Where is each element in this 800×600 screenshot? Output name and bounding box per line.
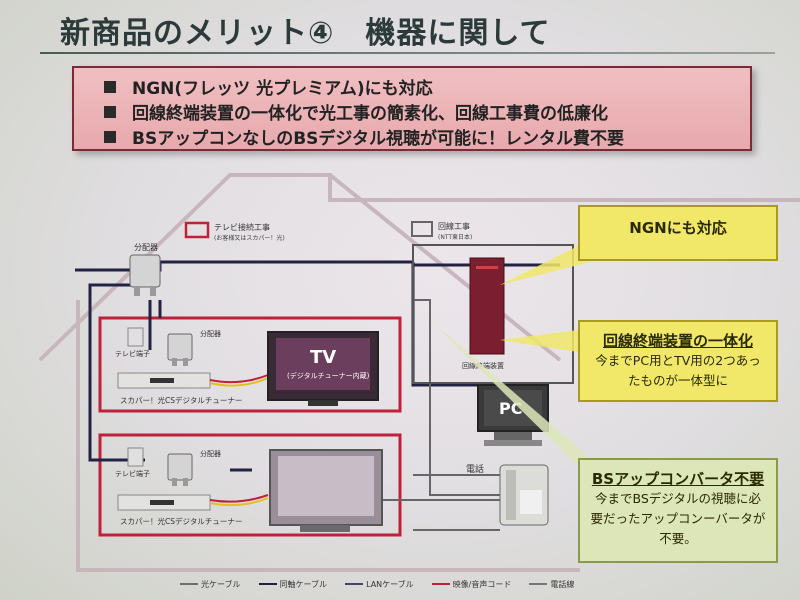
legend-item: 光ケーブル	[180, 579, 241, 590]
bullet-square-icon	[104, 130, 116, 143]
bullet-square-icon	[104, 80, 116, 93]
legend-swatch	[529, 583, 548, 585]
bullet-text: NGN(フレッツ 光プレミアム)にも対応	[132, 79, 433, 99]
bullet-item: BSアップコンなしのBSデジタル視聴が可能に！レンタル費不要	[104, 124, 750, 149]
legend-swatch	[258, 583, 277, 585]
legend-swatch	[180, 583, 198, 585]
bullet-item: 回線終端装置の一体化で光工事の簡素化、回線工事費の低廉化	[104, 99, 750, 124]
tuner-2-label: スカパー！光CSデジタルチューナー	[120, 516, 242, 526]
onu-callout: 回線終端装置の一体化 今までPC用とTV用の2つあっ たものが一体型に	[578, 320, 778, 402]
bullet-square-icon	[104, 105, 116, 118]
bs-callout-body: 不要。	[659, 531, 697, 546]
ngn-callout: NGNにも対応	[578, 205, 778, 261]
legend-item: LANケーブル	[345, 579, 414, 590]
legend-label: 電話線	[550, 579, 575, 589]
splitter-1-label: 分配器	[200, 329, 221, 338]
bs-callout: BSアップコンバータ不要 今までBSデジタルの視聴に必 要だったアップコンーバー…	[578, 458, 778, 563]
legend-label: 同軸ケーブル	[279, 579, 328, 589]
tv-terminal-2-icon	[127, 447, 144, 467]
main-splitter-label: 分配器	[134, 243, 158, 252]
bullet-text: 回線終端装置の一体化で光工事の簡素化、回線工事費の低廉化	[132, 104, 608, 124]
onu-device-icon	[469, 257, 505, 355]
tv-work-marker	[184, 221, 210, 239]
tv-terminal-2-label: テレビ端子	[115, 469, 150, 478]
tv-work-sublabel: (お客様又はスカパー！光)	[214, 234, 285, 242]
tv-work-label: テレビ接続工事	[214, 222, 270, 232]
onu-callout-body: たものが一体型に	[627, 373, 728, 388]
house-outline	[38, 173, 800, 572]
splitter-2-label: 分配器	[200, 449, 221, 458]
onu-label: 回線終端装置	[462, 361, 504, 370]
cable-legend: 光ケーブル 同軸ケーブル LANケーブル 映像/音声コード 電話線	[180, 576, 780, 592]
bullet-item: NGN(フレッツ 光プレミアム)にも対応	[104, 74, 750, 99]
tv-room-lower	[98, 433, 402, 537]
tv-lower-icon	[269, 449, 383, 532]
tv-terminal-1-label: テレビ端子	[115, 349, 150, 358]
pc-icon	[477, 384, 549, 446]
legend-swatch	[431, 583, 450, 585]
phone-icon	[499, 464, 549, 526]
onu-area	[412, 244, 574, 384]
onu-callout-body: 今までPC用とTV用の2つあっ	[595, 353, 761, 368]
ngn-callout-heading: NGNにも対応	[629, 219, 727, 237]
title-underline	[40, 52, 775, 54]
tv-label: TV	[310, 347, 336, 368]
tv-terminal-1-icon	[127, 327, 144, 347]
legend-item: 電話線	[529, 579, 574, 590]
legend-label: 光ケーブル	[201, 579, 241, 589]
line-work-marker	[411, 221, 433, 237]
slide-title: 新商品のメリット④ 機器に関して	[60, 16, 551, 51]
av-cables-2	[209, 494, 269, 507]
bullet-text: BSアップコンなしのBSデジタル視聴が可能に！レンタル費不要	[132, 129, 625, 149]
tuner-2-icon	[117, 494, 211, 511]
legend-label: LANケーブル	[366, 579, 414, 589]
legend-item: 映像/音声コード	[431, 579, 512, 590]
main-splitter-icon	[129, 254, 161, 296]
bullet-box: NGN(フレッツ 光プレミアム)にも対応 回線終端装置の一体化で光工事の簡素化、…	[72, 66, 752, 151]
tv-sublabel: (デジタルチューナー内蔵)	[287, 371, 370, 380]
line-work-label: 回線工事	[438, 221, 470, 231]
callout-pointers	[500, 240, 590, 352]
bs-callout-body: 今までBSデジタルの視聴に必	[594, 491, 762, 506]
splitter-2-icon	[167, 453, 193, 486]
tv-room-upper	[98, 316, 402, 413]
phone-label: 電話	[466, 463, 484, 475]
legend-swatch	[345, 583, 364, 585]
tv-icon	[267, 331, 379, 406]
onu-callout-heading: 回線終端装置の一体化	[602, 332, 753, 350]
bs-callout-body: 要だったアップコンーバータが	[590, 511, 766, 526]
bs-callout-pointer	[430, 320, 590, 478]
av-cables-1	[209, 374, 269, 387]
line-work-sublabel: (NTT東日本)	[438, 233, 472, 241]
splitter-1-icon	[167, 333, 193, 366]
tuner-1-icon	[117, 372, 211, 389]
legend-label: 映像/音声コード	[452, 579, 512, 589]
tuner-1-label: スカパー！光CSデジタルチューナー	[120, 395, 242, 405]
legend-item: 同軸ケーブル	[258, 579, 328, 590]
bs-callout-heading: BSアップコンバータ不要	[591, 470, 765, 488]
